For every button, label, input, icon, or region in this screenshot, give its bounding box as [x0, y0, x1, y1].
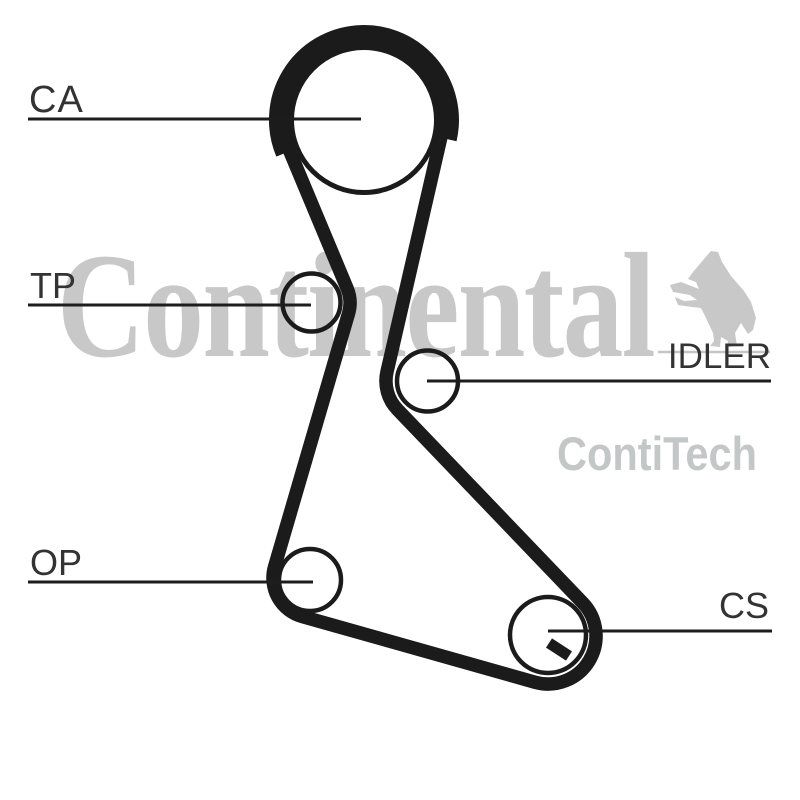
callout-layer: [28, 117, 772, 633]
cs-label: CS: [719, 585, 769, 626]
ca-label: CA: [29, 79, 84, 121]
timing-belt-ca-wrap: [269, 24, 459, 157]
label-layer: CA TP IDLER OP CS: [29, 79, 771, 626]
rearing-horse-icon: [670, 251, 756, 347]
pulley-op-oil-pump: [276, 546, 344, 614]
idler-label: IDLER: [668, 337, 771, 376]
pulley-cs-crankshaft: [507, 594, 589, 676]
belt-layer: [266, 24, 603, 691]
cs-keyway-notch: [546, 638, 572, 661]
tp-label: TP: [30, 265, 76, 306]
pulley-tp-tensioner: [280, 271, 343, 334]
contitech-watermark-text: ContiTech: [557, 427, 757, 480]
op-label: OP: [30, 542, 82, 583]
